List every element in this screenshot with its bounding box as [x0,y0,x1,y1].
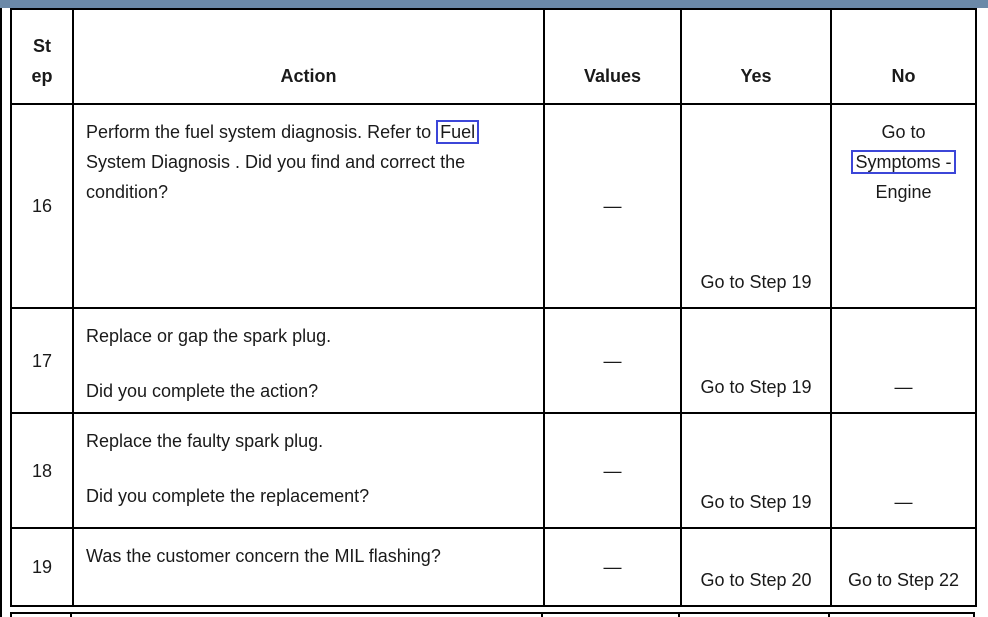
no-cell: Go to Step 22 [830,527,977,607]
left-edge-line [0,8,2,617]
action-text: Perform the fuel system diagnosis. Refer… [86,122,437,142]
no-cell: — [830,412,977,529]
yes-cell: Go to Step 19 [680,412,832,529]
next-row-border-stub [828,613,830,617]
action-text: Replace the faulty spark plug. [86,431,324,451]
header-no: No [830,8,977,105]
no-text: Engine [875,182,932,202]
table-row-step-17: 17 Replace or gap the spark plug. Did yo… [10,307,977,414]
values-cell: — [543,527,682,607]
values-cell: — [543,412,682,529]
values-cell: — [543,307,682,414]
step-cell: 18 [10,412,74,529]
table-row-step-18: 18 Replace the faulty spark plug. Did yo… [10,412,977,529]
fuel-system-diagnosis-link[interactable]: Fuel [436,120,480,144]
next-row-border-stub [678,613,680,617]
window-top-bar [0,0,988,8]
yes-cell: Go to Step 20 [680,527,832,607]
header-yes: Yes [680,8,832,105]
header-step: St ep [10,8,74,105]
no-cell: — [830,307,977,414]
symptoms-engine-link[interactable]: Symptoms - [851,150,956,174]
action-cell: Perform the fuel system diagnosis. Refer… [72,103,545,309]
action-text: System Diagnosis . Did you find and corr… [86,152,466,202]
next-row-border-stub [70,613,72,617]
yes-cell: Go to Step 19 [680,103,832,309]
header-action: Action [72,8,545,105]
step-cell: 19 [10,527,74,607]
action-cell: Was the customer concern the MIL flashin… [72,527,545,607]
no-text: Go to [881,122,926,142]
diagnostic-table: St ep Action Values Yes No 16 Perform th… [10,8,977,607]
action-cell: Replace the faulty spark plug. Did you c… [72,412,545,529]
next-row-border-stub [973,613,975,617]
values-cell: — [543,103,682,309]
table-row-step-16: 16 Perform the fuel system diagnosis. Re… [10,103,977,309]
step-cell: 16 [10,103,74,309]
action-text: Replace or gap the spark plug. [86,326,332,346]
next-row-top-border [10,612,975,614]
next-row-border-stub [10,613,12,617]
yes-cell: Go to Step 19 [680,307,832,414]
no-cell: Go to Symptoms - Engine [830,103,977,309]
header-values: Values [543,8,682,105]
next-row-border-stub [541,613,543,617]
step-cell: 17 [10,307,74,414]
action-text: Did you complete the replacement? [86,486,370,506]
header-row: St ep Action Values Yes No [10,8,977,105]
action-cell: Replace or gap the spark plug. Did you c… [72,307,545,414]
action-text: Did you complete the action? [86,381,319,401]
table-row-step-19: 19 Was the customer concern the MIL flas… [10,527,977,607]
